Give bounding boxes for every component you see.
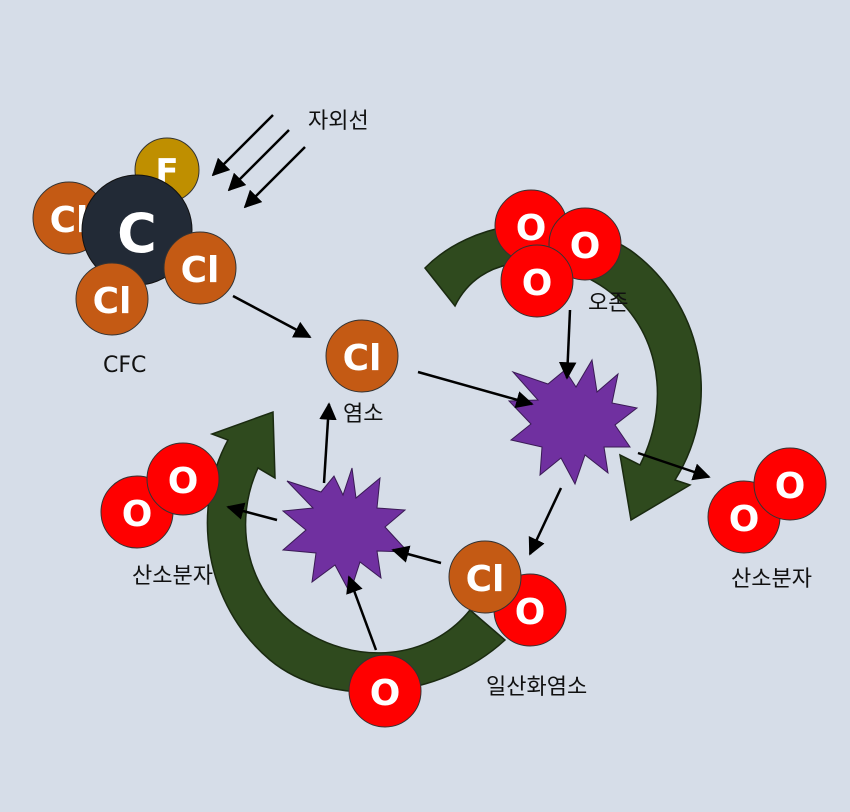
o2-left-oxygen-symbol-2: O: [168, 461, 199, 502]
arrow-oxygen-to-star: [346, 575, 378, 651]
uv-ray-1: [211, 114, 274, 177]
ozone-oxygen-symbol-1: O: [516, 208, 547, 249]
clo-chlorine: [448, 540, 522, 614]
cfc-molecule: F Cl C Cl Cl: [32, 137, 237, 336]
o2-left-oxygen-2: [146, 442, 220, 516]
reaction-star-left: [281, 467, 410, 595]
chlorine-atom-free: [325, 319, 399, 393]
uv-ray-3: [243, 146, 306, 209]
arrow-star-to-clo: [528, 487, 563, 556]
ozone-oxygen-symbol-2: O: [570, 226, 601, 267]
chlorine-atom-cfc-2: [163, 231, 237, 305]
clo-chlorine-symbol: Cl: [466, 559, 505, 600]
reaction-star-right: [507, 358, 639, 486]
arrow-clo-to-star: [391, 545, 442, 565]
uv-label: 자외선: [308, 109, 369, 134]
arrow-chlorine-to-star: [417, 370, 534, 409]
arrow-star-to-chlorine: [319, 402, 337, 484]
oxygen-symbol-free: O: [370, 673, 401, 714]
ozone-oxygen-symbol-3: O: [522, 263, 553, 304]
carbon-symbol: C: [117, 202, 157, 265]
arrow-star-to-oxygen-left: [226, 502, 278, 522]
cycle-arrow-left: [206, 410, 507, 693]
o2-right-oxygen-symbol-2: O: [775, 466, 806, 507]
arrow-star-to-oxygen-right: [637, 451, 711, 481]
oxygen-molecule-left-label: 산소분자: [132, 564, 213, 589]
oxygen-atom-free: [348, 654, 422, 728]
ozone-oxygen-3: [500, 244, 574, 318]
chlorine-symbol-free: Cl: [343, 338, 382, 379]
clo-oxygen-symbol: O: [515, 592, 546, 633]
chlorine-monoxide-molecule: O Cl: [448, 540, 567, 647]
ozone-label: 오존: [588, 291, 628, 316]
o2-right-oxygen-symbol-1: O: [729, 499, 760, 540]
o2-right-oxygen-2: [753, 447, 827, 521]
uv-ray-2: [227, 129, 290, 192]
chlorine-symbol-cfc-3: Cl: [93, 281, 132, 322]
chlorine-symbol-cfc-2: Cl: [181, 250, 220, 291]
chlorine-monoxide-label: 일산화염소: [486, 675, 587, 700]
cfc-label: CFC: [103, 353, 146, 378]
oxygen-molecule-right: O O: [707, 447, 827, 554]
oxygen-molecule-right-label: 산소분자: [731, 567, 812, 592]
arrow-cfc-to-chlorine: [232, 294, 312, 339]
chlorine-label: 염소: [343, 402, 383, 427]
ozone-molecule: O O O: [494, 189, 622, 318]
oxygen-molecule-left: O O: [100, 442, 220, 549]
chlorine-atom-cfc-3: [75, 262, 149, 336]
arrow-ozone-to-star: [558, 309, 577, 380]
o2-left-oxygen-symbol-1: O: [122, 494, 153, 535]
